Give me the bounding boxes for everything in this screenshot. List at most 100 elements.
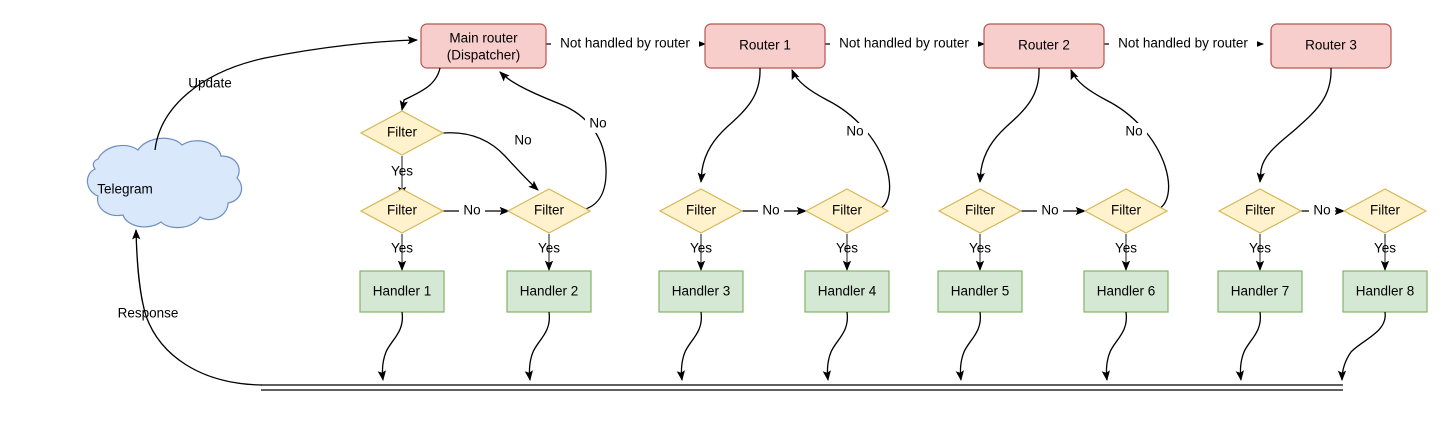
router-node-2[interactable]: Router 2 xyxy=(983,23,1105,69)
label-bg-3 xyxy=(1109,34,1257,53)
handler-node-4[interactable]: Handler 4 xyxy=(804,270,890,313)
filter-d1-label: Filter xyxy=(1245,203,1276,218)
edge-label-yes-handler-5: Yes xyxy=(969,241,991,256)
edge-label-no-a1: No xyxy=(514,133,531,148)
edge-router3-to-filter-d1 xyxy=(1256,67,1332,184)
router-node-1[interactable]: Router 1 xyxy=(704,23,826,69)
telegram-label: Telegram xyxy=(97,182,153,197)
handler-1-label: Handler 1 xyxy=(373,284,432,299)
filter-a3-label: Filter xyxy=(534,203,565,218)
filter-a1-shape xyxy=(359,110,445,156)
filter-node-b2[interactable]: Filter xyxy=(804,188,890,234)
label-bg-no-a1 xyxy=(510,131,536,149)
not-handled-labels: Not handled by router Not handled by rou… xyxy=(551,34,1257,53)
label-bg-no-d1 xyxy=(1309,202,1335,220)
filter-node-b1[interactable]: Filter xyxy=(658,188,744,234)
handler-node-8[interactable]: Handler 8 xyxy=(1342,270,1428,313)
handler-1-box xyxy=(359,270,445,313)
edge-label-no-a3-return: No xyxy=(589,116,606,131)
filter-d2-label: Filter xyxy=(1370,203,1401,218)
edge-handler-5-to-bus xyxy=(955,311,982,382)
response-bus xyxy=(261,384,1343,391)
edge-filter-c2-no-return-router2 xyxy=(1070,69,1170,212)
label-bg-no-a2 xyxy=(459,202,485,220)
router-node-main[interactable]: Main router (Dispatcher) xyxy=(420,23,547,69)
edge-label-no-d1: No xyxy=(1313,203,1330,218)
edge-label-yes-a1: Yes xyxy=(391,164,413,179)
label-bg-2 xyxy=(830,34,978,53)
filter-node-a2[interactable]: Filter xyxy=(359,188,445,234)
filter-a1-label: Filter xyxy=(387,125,418,140)
edge-label-no-a2: No xyxy=(463,203,480,218)
filter-a2-label: Filter xyxy=(387,203,418,218)
edge-label-not-handled-2: Not handled by router xyxy=(839,36,969,51)
edge-label-yes-handler-8: Yes xyxy=(1374,241,1396,256)
edge-label-not-handled-1: Not handled by router xyxy=(560,36,690,51)
handler-to-bus-edges xyxy=(377,311,1386,382)
edge-handler-1-to-bus xyxy=(377,311,404,382)
telegram-cloud-node[interactable]: Telegram xyxy=(86,137,243,229)
label-bg-no-c2-return xyxy=(1121,123,1147,141)
filter-a3-shape xyxy=(506,188,592,234)
handler-6-label: Handler 6 xyxy=(1097,284,1156,299)
edge-label-no-c2-return: No xyxy=(1125,124,1142,139)
router-2-label: Router 2 xyxy=(1018,38,1070,53)
handler-5-box xyxy=(937,270,1023,313)
handler-node-1[interactable]: Handler 1 xyxy=(359,270,445,313)
edge-handler-3-to-bus xyxy=(676,311,703,382)
filter-node-d1[interactable]: Filter xyxy=(1217,188,1303,234)
edge-filter-b2-no-return-router1 xyxy=(791,69,891,212)
cloud-shape xyxy=(86,137,243,229)
handler-7-label: Handler 7 xyxy=(1231,284,1290,299)
filter-b1-shape xyxy=(658,188,744,234)
handler-7-box xyxy=(1217,270,1303,313)
edge-router1-to-filter-b1 xyxy=(697,67,761,184)
edge-label-no-b1: No xyxy=(762,203,779,218)
handler-node-3[interactable]: Handler 3 xyxy=(658,270,744,313)
filter-c1-label: Filter xyxy=(965,203,996,218)
handler-node-7[interactable]: Handler 7 xyxy=(1217,270,1303,313)
router-3-label: Router 3 xyxy=(1305,38,1357,53)
handler-node-6[interactable]: Handler 6 xyxy=(1083,270,1169,313)
router-node-3[interactable]: Router 3 xyxy=(1270,23,1392,69)
handler-2-box xyxy=(506,270,592,313)
label-bg-no-a3-return xyxy=(585,115,611,133)
filter-node-c1[interactable]: Filter xyxy=(937,188,1023,234)
label-bg-no-c1 xyxy=(1037,202,1063,220)
filter-d2-shape xyxy=(1342,188,1428,234)
filter-b2-shape xyxy=(804,188,890,234)
handler-node-2[interactable]: Handler 2 xyxy=(506,270,592,313)
handler-8-box xyxy=(1342,270,1428,313)
main-router-label-line1: Main router xyxy=(449,31,518,46)
edge-label-update: Update xyxy=(188,76,232,91)
handler-8-label: Handler 8 xyxy=(1356,284,1415,299)
router-1-box xyxy=(704,23,826,69)
edge-label-yes-handler-3: Yes xyxy=(690,241,712,256)
filter-c2-label: Filter xyxy=(1111,203,1142,218)
filter-node-a3[interactable]: Filter xyxy=(506,188,592,234)
handler-5-label: Handler 5 xyxy=(951,284,1010,299)
filter-node-d2[interactable]: Filter xyxy=(1342,188,1428,234)
edge-router2-to-filter-c1 xyxy=(976,67,1040,184)
edge-label-yes-handler-7: Yes xyxy=(1249,241,1271,256)
edge-label-response: Response xyxy=(118,306,179,321)
handler-3-label: Handler 3 xyxy=(672,284,731,299)
filter-node-a1[interactable]: Filter xyxy=(359,110,445,156)
main-router-box xyxy=(420,23,547,69)
edge-label-no-c1: No xyxy=(1041,203,1058,218)
edge-update xyxy=(154,36,419,151)
filter-c2-shape xyxy=(1083,188,1169,234)
handler-node-5[interactable]: Handler 5 xyxy=(937,270,1023,313)
edge-label-yes-handler-2: Yes xyxy=(538,241,560,256)
filter-d1-shape xyxy=(1217,188,1303,234)
router-1-label: Router 1 xyxy=(739,38,791,53)
filter-node-c2[interactable]: Filter xyxy=(1083,188,1169,234)
main-router-label-line2: (Dispatcher) xyxy=(447,48,521,63)
edge-handler-2-to-bus xyxy=(524,311,551,382)
edge-label-yes-handler-4: Yes xyxy=(836,241,858,256)
edge-filter-a1-no-to-filter-a3 xyxy=(442,132,539,191)
handler-4-box xyxy=(804,270,890,313)
label-bg-1 xyxy=(551,34,699,53)
router-2-box xyxy=(983,23,1105,69)
